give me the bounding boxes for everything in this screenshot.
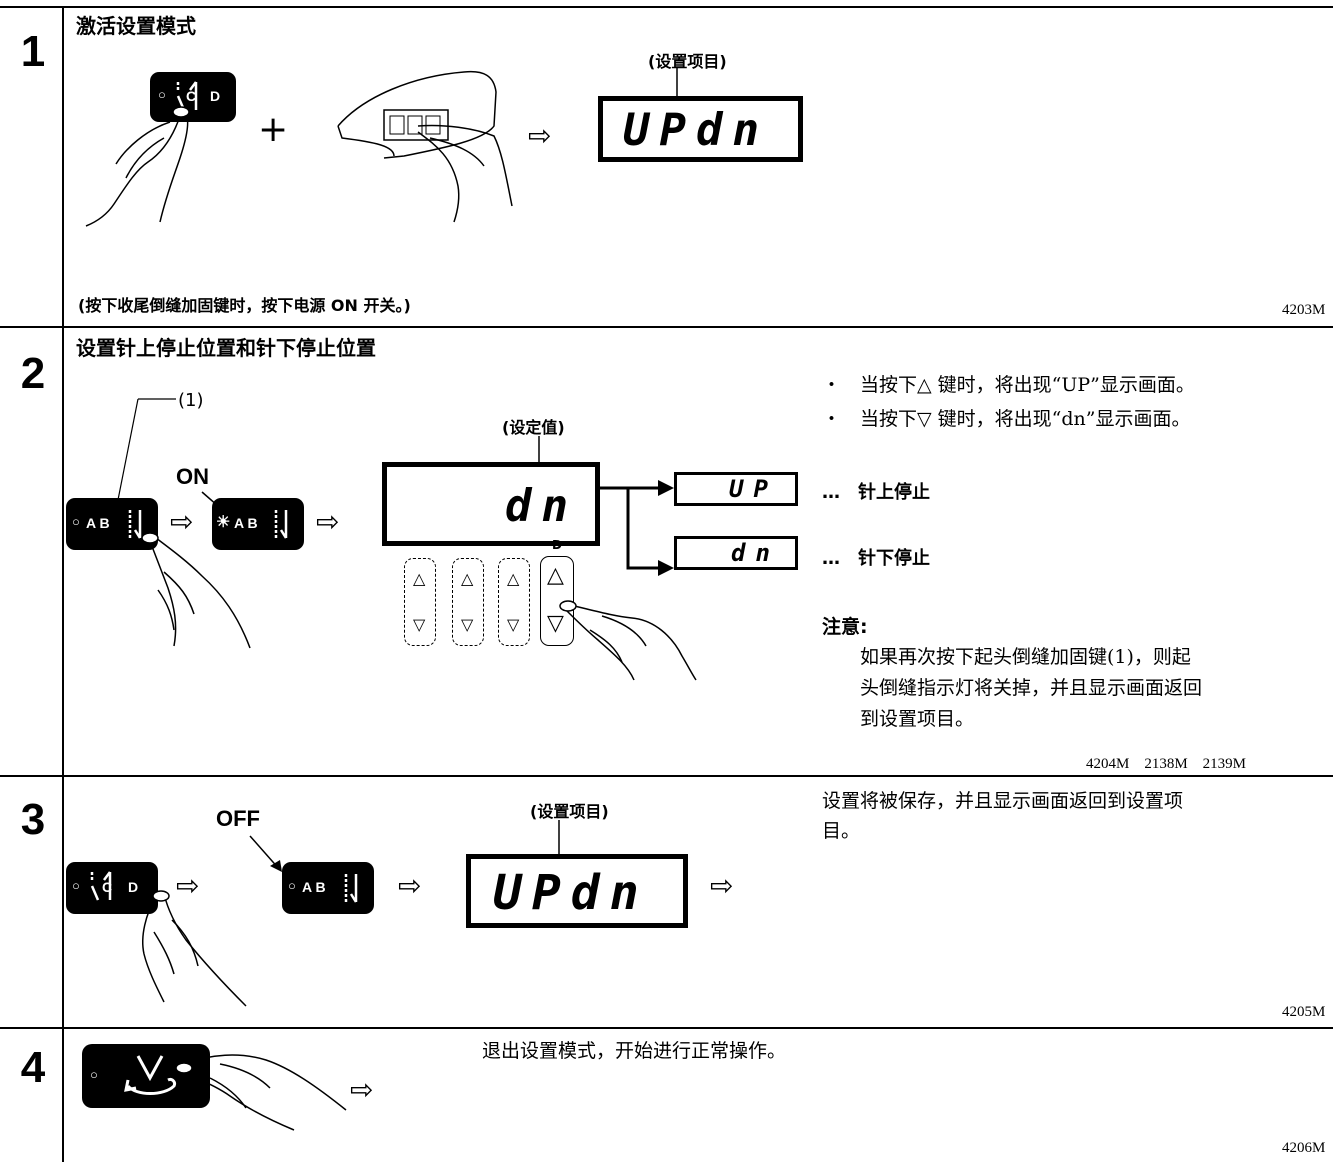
output-display-dn: dn [674,536,798,570]
note-line: 到设置项目。 [860,708,975,730]
keypad-dashed-key: △▽ [452,558,484,646]
thread-trim-key[interactable]: ○ [82,1044,210,1108]
display-screen-1: UPdn [598,96,803,162]
display-value: UPdn [493,865,649,921]
d-key-label: D [552,538,562,552]
thread-trim-icon [124,1055,176,1095]
arrow-icon: ⇨ [176,869,200,902]
display-caption-1: (设置项目) [648,52,727,71]
display-value: dn [505,481,578,532]
end-backtack-key[interactable]: ○ C D [66,862,158,914]
note-line: 头倒缝指示灯将关掉，并且显示画面返回 [860,677,1203,699]
note-title: 注意: [822,616,868,638]
row-divider-3 [0,1027,1333,1029]
step-4-description: 退出设置模式，开始进行正常操作。 [482,1040,787,1062]
start-backtack-key[interactable]: ○ A B [66,498,158,550]
start-backtack-key[interactable]: ○ A B [282,862,374,914]
step-2-title: 设置针上停止位置和针下停止位置 [76,336,376,360]
bullet-up: ・ 当按下△ 键时，将出现“UP”显示画面。 [822,374,1195,396]
step-number-4: 4 [20,1043,46,1092]
up-triangle-icon[interactable]: △ [547,563,564,588]
note-body: 如果再次按下起头倒缝加固键(1)，则起 头倒缝指示灯将关掉，并且显示画面返回 到… [860,642,1202,735]
step-3-description: 设置将被保存，并且显示画面返回到设置项 目。 [822,786,1183,846]
arrow-icon: ⇨ [710,869,734,902]
display-value: UPdn [623,105,769,156]
hand-pressing-icon [85,106,190,227]
hand-pressing-icon [175,1054,347,1131]
hand-pressing-icon [559,600,697,681]
figure-code-1: 4203M [1282,302,1326,318]
off-pointer-arrow [249,835,282,872]
on-label: ON [176,464,209,489]
end-backtack-key[interactable]: ○ C D [150,72,236,122]
arrow-icon: ⇨ [398,869,422,902]
figure-code-4: 4206M [1282,1140,1326,1156]
arrow-icon: ⇨ [170,505,194,538]
branch-connector [598,480,674,576]
callout-label: (1) [178,390,204,411]
backtack-stitch-icon [128,510,142,539]
display-screen-3: UPdn [466,854,688,928]
display-screen-2: dn [382,462,600,546]
output-desc-up: … 针上停止 [822,482,930,503]
table-top-border [0,6,1333,8]
table-column-divider [62,6,64,1162]
hand-pressing-icon [141,532,251,649]
step-number-1: 1 [20,27,46,76]
d-key[interactable]: △ ▽ [540,556,574,646]
figure-code-3: 4205M [1282,1004,1326,1020]
step-1-title: 激活设置模式 [76,14,196,38]
down-triangle-icon[interactable]: ▽ [547,611,564,636]
description-line: 设置将被保存，并且显示画面返回到设置项 [822,790,1184,812]
arrow-icon: ⇨ [528,119,552,152]
machine-power-switch-illustration [337,70,513,223]
step-number-3: 3 [20,795,46,844]
note-line: 如果再次按下起头倒缝加固键(1)，则起 [860,646,1191,668]
keypad-dashed-key: △▽ [404,558,436,646]
description-line: 目。 [822,820,861,842]
display-caption-2: (设定值) [502,418,565,437]
bullet-down: ・ 当按下▽ 键时，将出现“dn”显示画面。 [822,408,1191,430]
display-caption-3: (设置项目) [530,802,609,821]
step-number-2: 2 [20,349,46,398]
plus-sign: + [258,109,289,150]
hand-pressing-icon [142,890,247,1007]
arrow-icon: ⇨ [350,1073,374,1106]
row-divider-2 [0,775,1333,777]
backtack-stitch-icon [274,510,288,539]
step-1-note: (按下收尾倒缝加固键时，按下电源 ON 开关。) [78,296,411,315]
row-divider-1 [0,326,1333,328]
figure-codes-2: 4204M 2138M 2139M [1086,756,1247,772]
output-desc-dn: … 针下停止 [822,548,930,569]
keypad-dashed-key: △▽ [498,558,530,646]
backtack-stitch-icon [344,874,358,903]
backtack-stitch-icon [90,871,112,901]
arrow-icon: ⇨ [316,505,340,538]
start-backtack-key-lit[interactable]: ☀ A B [212,498,304,550]
output-display-up: UP [674,472,798,506]
off-label: OFF [216,806,260,831]
